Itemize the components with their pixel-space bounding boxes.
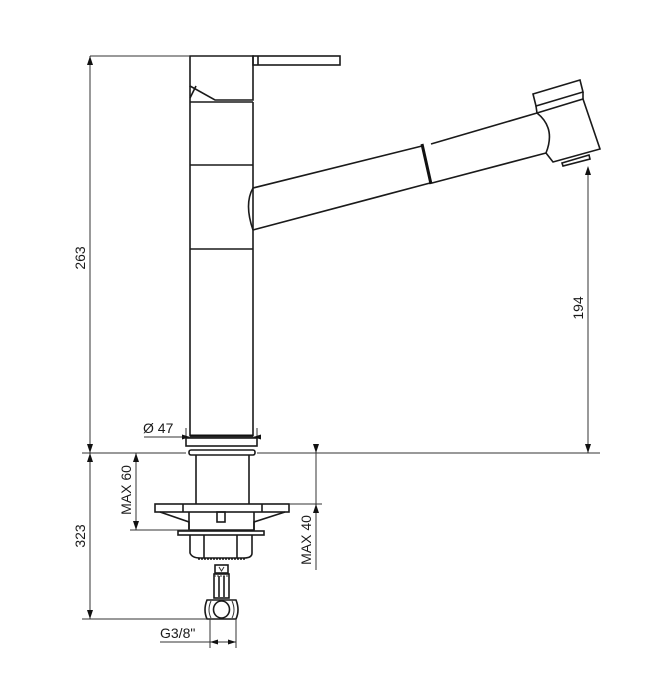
dim-label-max-60: MAX 60 xyxy=(118,465,134,515)
dim-label-install-depth: 323 xyxy=(72,524,88,548)
washer xyxy=(177,530,265,536)
faucet-body xyxy=(185,55,341,456)
dimension-spout-height: 194 xyxy=(570,166,591,453)
spout-joint-ring xyxy=(420,143,433,185)
dimension-max-60: MAX 60 xyxy=(118,453,190,531)
dimension-total-height: 263 xyxy=(72,55,190,453)
lever-handle xyxy=(252,55,341,66)
dimension-thread: G3/8" xyxy=(160,619,237,648)
base-ring xyxy=(185,437,258,447)
dim-label-total-height: 263 xyxy=(72,246,88,270)
dimension-diameter: Ø 47 xyxy=(143,420,261,440)
pull-out-spout xyxy=(247,78,602,231)
dim-label-thread: G3/8" xyxy=(160,625,195,641)
mounting-assembly xyxy=(154,455,290,620)
dim-label-spout-height: 194 xyxy=(570,296,586,320)
hose-valve xyxy=(214,564,229,574)
dimension-install-depth: 323 xyxy=(72,453,207,620)
spray-head xyxy=(536,98,602,163)
dimension-max-40: MAX 40 xyxy=(289,444,322,570)
spray-outlet xyxy=(560,153,591,167)
base-seal xyxy=(188,449,256,456)
dim-label-diameter: Ø 47 xyxy=(143,420,174,436)
handle-cap xyxy=(189,55,254,101)
mounting-plate xyxy=(154,503,290,513)
dim-label-max-40: MAX 40 xyxy=(298,515,314,565)
